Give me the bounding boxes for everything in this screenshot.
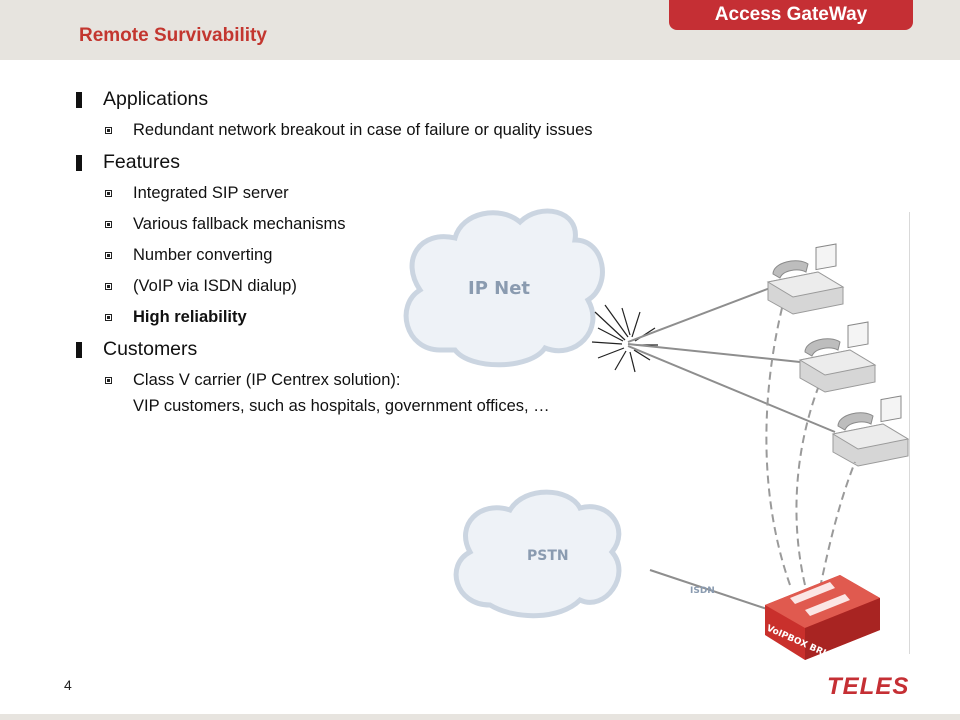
sub-bullet-continuation: VIP customers, such as hospitals, govern… bbox=[133, 397, 550, 415]
sub-bullet: Class V carrier (IP Centrex solution): bbox=[72, 370, 732, 396]
square-bullet-icon bbox=[105, 377, 112, 384]
pstn-label: PSTN bbox=[527, 548, 569, 564]
phone-icon bbox=[766, 243, 845, 315]
square-bullet-icon bbox=[105, 252, 112, 259]
page-number: 4 bbox=[64, 677, 72, 693]
square-bullet-icon bbox=[105, 283, 112, 290]
network-diagram: IP Net bbox=[403, 208, 910, 660]
isdn-label: ISDN bbox=[690, 586, 715, 596]
bullet-marker-icon bbox=[76, 155, 82, 171]
brand-tab: Access GateWay bbox=[669, 0, 913, 30]
section-title: Remote Survivability bbox=[79, 25, 267, 46]
voipbox-device-icon: VoIPBOX BRI bbox=[765, 575, 880, 660]
square-bullet-icon bbox=[105, 127, 112, 134]
footer-bar bbox=[0, 714, 960, 720]
sub-bullet: Number converting bbox=[72, 245, 732, 276]
bullet-customers: Customers bbox=[72, 338, 732, 361]
sub-bullet: Integrated SIP server bbox=[72, 183, 732, 214]
isdn-link: ISDN bbox=[649, 569, 771, 611]
ip-net-cloud: IP Net bbox=[403, 208, 605, 368]
divider-line bbox=[909, 212, 910, 654]
sub-bullet: Redundant network breakout in case of fa… bbox=[72, 120, 732, 151]
sub-bullet: Various fallback mechanisms bbox=[72, 214, 732, 245]
failure-burst-icon bbox=[591, 304, 658, 373]
square-bullet-icon bbox=[105, 314, 112, 321]
ip-net-label: IP Net bbox=[468, 278, 530, 299]
bullet-features: Features bbox=[72, 151, 732, 174]
bullet-marker-icon bbox=[76, 92, 82, 108]
teles-logo: TELES bbox=[827, 673, 910, 700]
sub-bullet: High reliability bbox=[72, 307, 732, 338]
square-bullet-icon bbox=[105, 190, 112, 197]
bullet-applications: Applications bbox=[72, 88, 732, 111]
pstn-cloud: PSTN bbox=[453, 489, 622, 619]
bullet-list: Applications Redundant network breakout … bbox=[72, 88, 732, 427]
sub-bullet: (VoIP via ISDN dialup) bbox=[72, 276, 732, 307]
bullet-marker-icon bbox=[76, 342, 82, 358]
fallback-links bbox=[765, 307, 856, 589]
phone-icon bbox=[798, 321, 877, 393]
phone-icon bbox=[831, 395, 910, 467]
square-bullet-icon bbox=[105, 221, 112, 228]
